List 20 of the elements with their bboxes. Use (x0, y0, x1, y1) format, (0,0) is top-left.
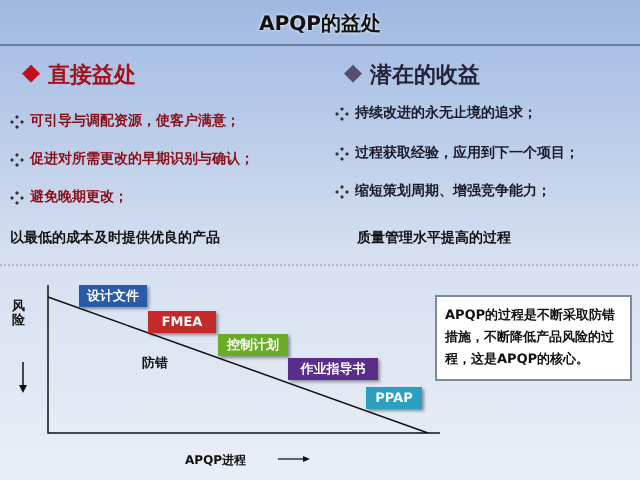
summary-text: 以最低的成本及时提供优良的产品 (10, 229, 220, 247)
axis-label: 风险 (12, 300, 25, 329)
step-box: 控制计划 (218, 334, 288, 356)
step-box: FMEA (148, 311, 216, 333)
step-box: PPAP (366, 387, 422, 409)
section-heading: 潜在的收益 (370, 62, 480, 90)
bullet-text: 促进对所需更改的早期识别与确认； (30, 150, 254, 168)
bullet-text: 过程获取经验，应用到下一个项目； (355, 144, 579, 162)
summary-text: 质量管理水平提高的过程 (357, 229, 511, 247)
bullet-text: 可引导与调配资源，使客户满意； (30, 112, 240, 130)
step-box: 作业指导书 (288, 358, 378, 380)
slide-title: APQP的益处 (258, 10, 382, 37)
note-box: APQP的过程是不断采取防错措施，不断降低产品风险的过程，这是APQP的核心。 (435, 295, 632, 381)
bullet-text: 避免晚期更改； (30, 188, 128, 206)
bullet-text: 持续改进的永无止境的追求； (355, 104, 537, 122)
step-box: 设计文件 (79, 285, 147, 307)
area-label: 防错 (142, 355, 168, 372)
section-heading: 直接益处 (48, 62, 136, 90)
axis-label: APQP进程 (185, 452, 246, 469)
bullet-text: 缩短策划周期、增强竞争能力； (355, 182, 551, 200)
